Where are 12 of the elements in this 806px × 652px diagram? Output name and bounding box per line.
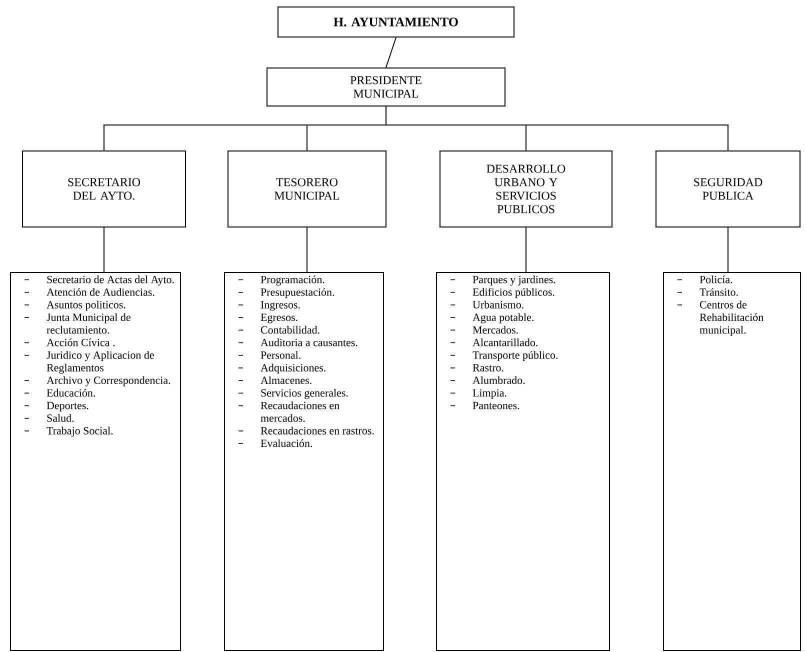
connector-line bbox=[306, 227, 308, 272]
position-box: DESARROLLO URBANO Y SERVICIOS PUBLICOS bbox=[440, 150, 612, 228]
task-list-box: Parques y jardines. Edificios públicos. Urbanismo. Agua potable. Mercados. Alcantarillado. Transporte público. Rastro. Alumbrado. Limpia. Panteones. bbox=[436, 272, 610, 651]
position-box: SEGURIDAD PUBLICA bbox=[656, 150, 800, 228]
task-list-box: Programación. Presupuestación. Ingresos. Egresos. Contabilidad. Auditoria a causantes. Personal. Adquisiciones. Almacenes. Servicios generales. Recaudaciones en mercados. Recaudaciones en rastros. Evaluación. bbox=[224, 272, 384, 651]
task-list-box: Policía. Tránsito. Centros de Rehabilitación municipal. bbox=[663, 272, 801, 651]
position-box: SECRETARIO DEL AYTO. bbox=[22, 150, 186, 228]
connector-line bbox=[386, 37, 396, 68]
task-list-box: Secretario de Actas del Ayto. Atención de Audiencias. Asuntos politicos. Junta Municipal de reclutamiento. Acción Cívica . Juridico y Aplicacion de Reglamentos Archivo y Correspondencia. Educación. Deportes. Salud. Trabajo Social. bbox=[10, 272, 181, 651]
position-box: TESORERO MUNICIPAL bbox=[228, 150, 386, 228]
title-box: H. AYUNTAMIENTO bbox=[278, 6, 514, 38]
position-box: PRESIDENTE MUNICIPAL bbox=[266, 68, 506, 106]
